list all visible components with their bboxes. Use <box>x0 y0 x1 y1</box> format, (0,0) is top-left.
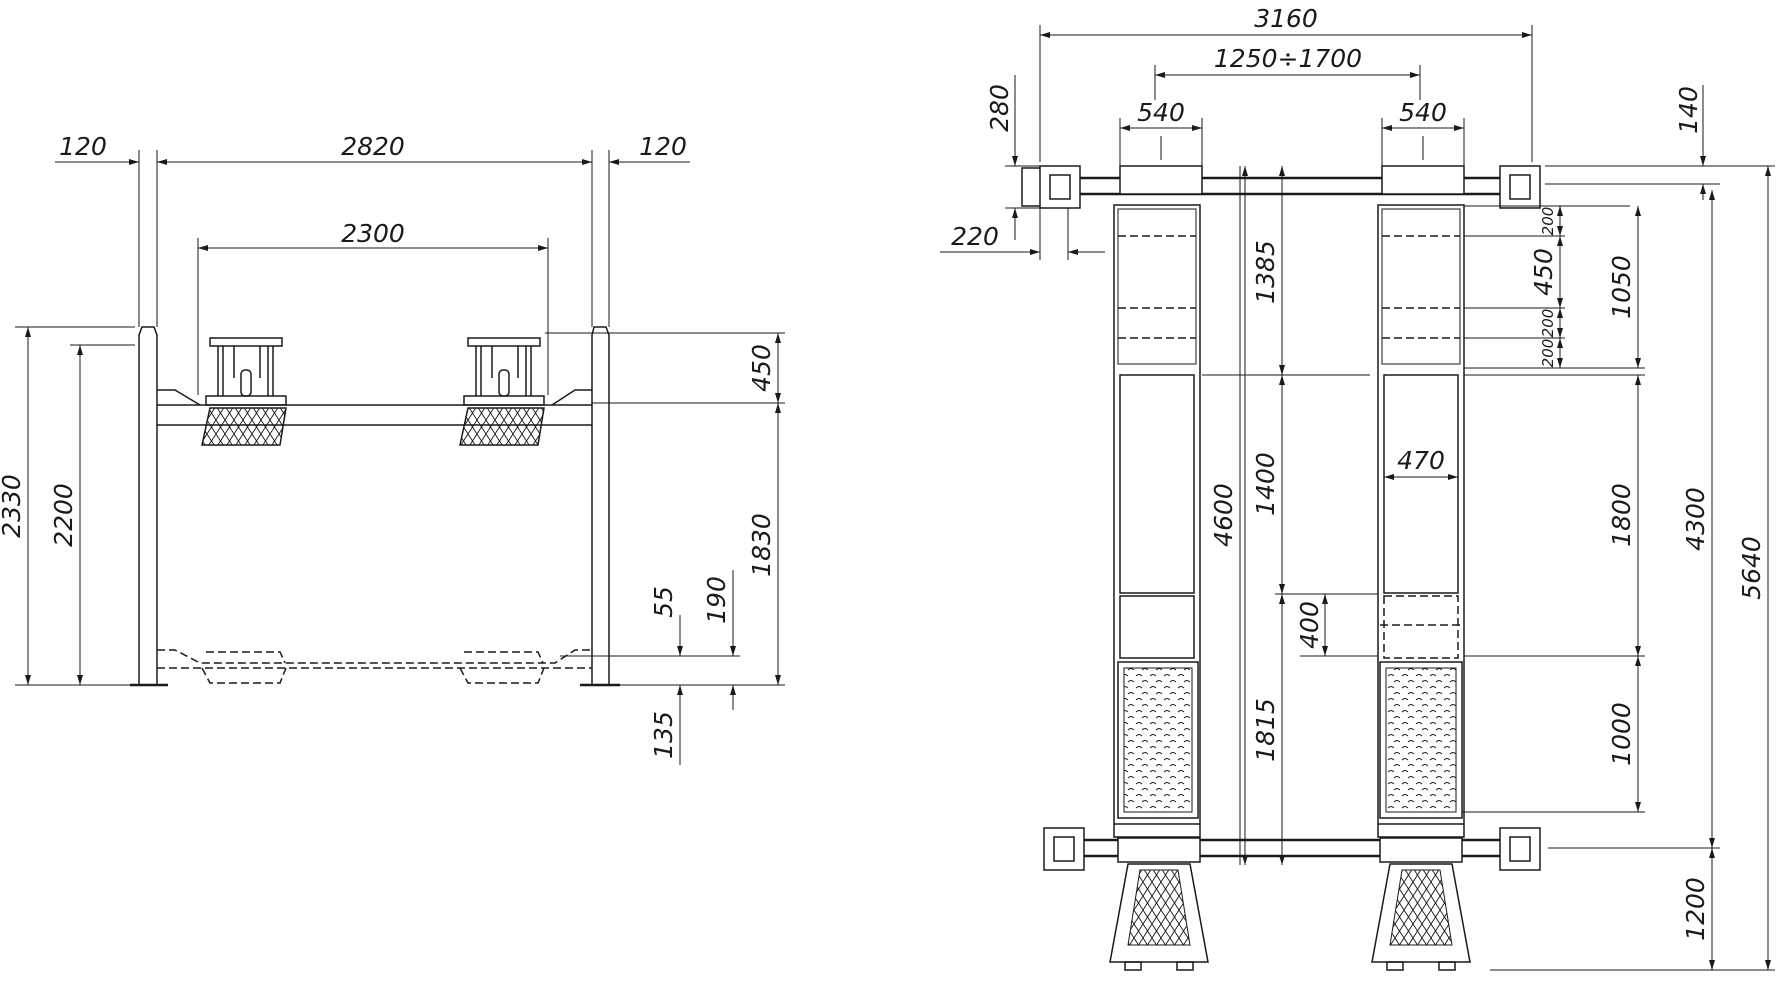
dim-post-width-right: 120 <box>639 132 687 161</box>
top-view <box>940 25 1775 971</box>
dim-total-width: 3160 <box>1254 4 1318 33</box>
dim-runway-width-right: 540 <box>1399 98 1447 127</box>
dim-jack-zone: 1385 <box>1251 240 1280 304</box>
left-entry-ramp <box>1109 863 1209 971</box>
dim-middle-zone: 1400 <box>1251 452 1280 516</box>
right-entry-ramp <box>1371 863 1471 971</box>
left-ramp <box>201 407 287 446</box>
dim-crossbeam-width: 280 <box>985 84 1014 132</box>
left-runway <box>1113 165 1203 838</box>
dim-section-mid: 1800 <box>1607 483 1636 547</box>
dim-runway-length: 4600 <box>1209 483 1238 547</box>
dim-jack-height: 450 <box>747 344 776 392</box>
right-runway <box>1377 165 1465 838</box>
dim-min-height: 190 <box>702 576 731 624</box>
front-view-dimensions <box>15 150 785 765</box>
lowered-position <box>157 649 592 684</box>
dim-post-span: 2820 <box>341 132 405 161</box>
left-jack <box>205 337 287 406</box>
top-view-dimensions <box>940 25 1775 971</box>
dim-slot-c: 200 <box>1539 309 1557 338</box>
dim-section-bottom: 1000 <box>1607 702 1636 766</box>
dim-slot-d: 200 <box>1539 339 1557 368</box>
dim-post-offset: 220 <box>951 222 999 251</box>
left-post <box>130 326 168 687</box>
right-ramp <box>459 407 545 446</box>
front-view <box>15 150 785 765</box>
dim-post-height: 2200 <box>49 483 78 547</box>
right-post <box>580 326 620 687</box>
dim-runway-thickness: 55 <box>649 586 678 618</box>
right-jack <box>463 337 545 406</box>
dim-post-width-left: 120 <box>59 132 107 161</box>
dim-section-top: 1050 <box>1607 255 1636 319</box>
dim-plate-width: 470 <box>1397 446 1445 475</box>
dim-track-range: 1250÷1700 <box>1214 44 1362 73</box>
dim-total-height: 2330 <box>0 474 26 538</box>
dim-overall-length: 5640 <box>1737 536 1766 600</box>
dim-slot-gap: 400 <box>1295 601 1324 649</box>
dim-slot-a: 200 <box>1539 207 1557 236</box>
dim-runway-width-left: 540 <box>1137 98 1185 127</box>
dim-top-offset: 140 <box>1674 86 1703 134</box>
bottom-crossbeam <box>1043 827 1541 871</box>
dim-lift-height: 1830 <box>747 513 776 577</box>
dim-turntable-zone: 1815 <box>1251 698 1280 762</box>
dim-post-spacing: 4300 <box>1681 487 1710 551</box>
dim-base-offset: 135 <box>649 711 678 759</box>
dim-ramp-length: 1200 <box>1681 877 1710 941</box>
dim-jack-span: 2300 <box>341 219 405 248</box>
dim-slot-b: 450 <box>1529 248 1558 296</box>
